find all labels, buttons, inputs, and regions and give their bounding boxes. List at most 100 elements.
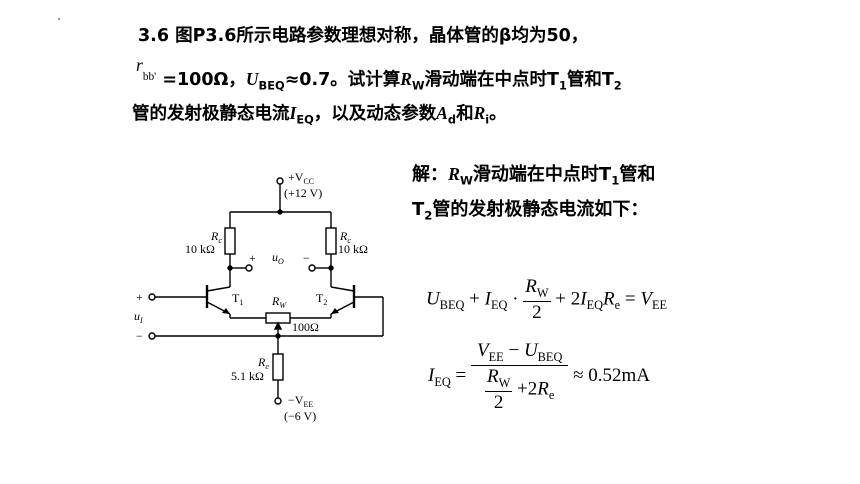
eq1-frac-den: 2: [532, 301, 542, 323]
solution-line-2-text: 管的发射极静态电流如下：: [432, 199, 649, 220]
rw-label: RW: [271, 294, 287, 310]
solution-t1-subscript: 1: [611, 173, 620, 188]
vee-terminal: [274, 397, 282, 405]
vee-value: (−6 V): [284, 409, 316, 423]
eq2-den-re: R: [537, 378, 549, 400]
eq1-ubeq-sub: BEQ: [439, 298, 465, 313]
eq1-re-sub: e: [614, 298, 621, 313]
rw-value: 100Ω: [292, 320, 319, 334]
eq1-plus-2: + 2: [550, 288, 581, 310]
ad-subscript: d: [447, 112, 457, 127]
eq2-num-v: V: [477, 340, 489, 361]
ri-subscript: i: [485, 112, 490, 127]
rc-right-resistor: [325, 227, 337, 255]
solution-prefix: 解：: [412, 164, 448, 185]
ri-symbol: R: [473, 103, 486, 123]
re-label: Re: [257, 355, 269, 371]
ieq-subscript: EQ: [296, 112, 314, 127]
vee-label: −VEE: [288, 393, 313, 409]
solution-rw-symbol: R: [448, 164, 461, 184]
problem-line-2: rbb' =100Ω，UBEQ≈0.7。试计算RW滑动端在中点时T1管和T2: [136, 55, 622, 93]
eq2-ieq: I: [428, 365, 435, 387]
problem-line-1: 3.6 图P3.6所示电路参数理想对称，晶体管的β均为50，: [138, 22, 588, 47]
input-minus-terminal: [148, 332, 156, 340]
problem-line-3-text: 管的发射极静态电流: [132, 104, 290, 124]
vcc-value: (+12 V): [284, 186, 322, 200]
ad-symbol: A: [436, 103, 448, 123]
eq1-vee-sub: EE: [651, 298, 668, 313]
ubeq-symbol: U: [245, 69, 259, 89]
uo-minus-terminal: [308, 264, 316, 272]
eq1-ieq-2: I: [580, 288, 587, 310]
solution-line-2: T2管的发射极静态电流如下：: [412, 195, 648, 223]
solution-rw-subscript: W: [460, 173, 473, 188]
problem-line-3-end: 。: [489, 104, 507, 124]
rbb-symbol: r: [136, 55, 143, 75]
input-label: uI: [134, 309, 143, 325]
rc-left-value: 10 kΩ: [185, 242, 215, 256]
eq1-ieq: I: [484, 288, 491, 310]
eq1-ieq-sub: EQ: [490, 298, 508, 313]
problem-line-2-text-b: 滑动端在中点时T: [424, 70, 559, 90]
eq2-num-u: U: [523, 340, 538, 361]
eq1-plus: +: [464, 288, 485, 310]
t1-subscript: 1: [558, 78, 567, 93]
uo-label: uO: [272, 250, 284, 266]
problem-line-3-text-b: ，以及动态参数: [313, 104, 437, 124]
uo-plus-label: +: [249, 251, 256, 265]
vcc-label: +VCC: [288, 170, 314, 186]
uo-minus-label: −: [303, 251, 310, 265]
problem-line-2-text: ≈0.7。试计算: [284, 70, 401, 90]
corner-dot: [58, 18, 60, 20]
solution-line-1: 解：RW滑动端在中点时T1管和: [412, 160, 655, 188]
problem-line-2-text-c: 管和T: [566, 70, 614, 90]
eq1-ubeq: U: [426, 288, 440, 310]
eq2-den-re-sub: e: [548, 387, 555, 402]
eq2-den-2: 2: [493, 391, 504, 413]
eq1-frac-num: R: [525, 276, 537, 297]
uo-plus-terminal: [245, 264, 253, 272]
eq1-vee: V: [640, 288, 652, 310]
eq2-den-rw-sub: W: [498, 375, 511, 390]
solution-t2-subscript: 2: [424, 208, 433, 223]
rbb-value: =100Ω，: [162, 70, 246, 90]
problem-line-3: 管的发射极静态电流IEQ，以及动态参数Ad和Ri。: [132, 100, 507, 127]
solution-t2: T: [412, 199, 425, 220]
rw-subscript: W: [411, 78, 425, 93]
t2-subscript: 2: [613, 78, 622, 93]
input-minus-label: −: [136, 329, 143, 343]
eq2-den-plus: +2: [512, 378, 538, 400]
re-value: 5.1 kΩ: [231, 369, 264, 383]
rbb-subscript: bb': [142, 70, 157, 83]
eq2-num-v-sub: EE: [488, 349, 504, 364]
eq2-den-rw: R: [487, 365, 499, 387]
eq1-ieq-2-sub: EQ: [586, 298, 604, 313]
eq2-ieq-sub: EQ: [434, 374, 451, 389]
rc-right-label: Rc: [339, 229, 351, 245]
solution-line-1-end: 管和: [619, 164, 656, 185]
vcc-terminal: [276, 177, 284, 185]
problem-line-3-text-c: 和: [456, 104, 474, 124]
rc-right-value: 10 kΩ: [338, 242, 368, 256]
eq2-equals: =: [450, 365, 472, 387]
rc-left-label: Rc: [210, 229, 222, 245]
eq2-num-minus: −: [503, 340, 524, 361]
t2-label: T2: [316, 291, 327, 307]
t1-label: T1: [232, 291, 243, 307]
eq1-equals: =: [620, 288, 641, 310]
re-resistor: [272, 353, 284, 381]
solution-line-1-text: 滑动端在中点时T: [472, 164, 612, 185]
input-plus-label: +: [136, 290, 143, 304]
rc-left-resistor: [224, 227, 236, 255]
eq2-num-u-sub: BEQ: [537, 349, 563, 364]
eq1-re: R: [603, 288, 615, 310]
ieq-symbol: I: [289, 103, 297, 123]
eq1-frac-num-sub: W: [536, 285, 549, 300]
ubeq-subscript: BEQ: [258, 78, 285, 93]
rw-symbol: R: [400, 69, 412, 89]
